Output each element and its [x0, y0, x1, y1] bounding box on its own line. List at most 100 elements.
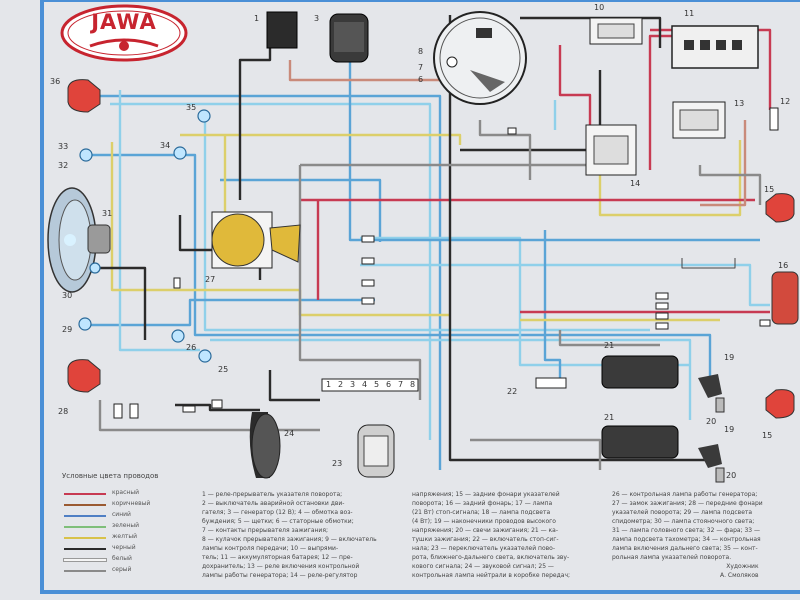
- caption-line: тушки зажигания; 22 — включатель стоп-си…: [412, 536, 559, 543]
- caption-column-2: напряжения; 15 — задние фонари указателе…: [412, 490, 622, 580]
- wire-light-blue: [360, 263, 770, 307]
- label-15-top: 15: [764, 185, 775, 194]
- legend-label: коричневый: [112, 500, 151, 507]
- caption-line: лампы контроля передачи; 10 — выпрями-: [202, 545, 339, 552]
- label-23: 23: [332, 459, 343, 468]
- label-26: 26: [186, 343, 197, 352]
- wire-brown: [700, 120, 747, 207]
- label-14: 14: [630, 179, 641, 188]
- spark-plug-20: [715, 397, 725, 483]
- label-10: 10: [594, 3, 605, 12]
- wire-blue: [85, 298, 375, 327]
- generator-stator: [433, 11, 527, 105]
- legend-label: черный: [112, 544, 136, 551]
- poster-border: [40, 0, 800, 594]
- label-32: 32: [58, 161, 69, 170]
- legend-title: Условные цвета проводов: [62, 472, 159, 480]
- caption-line: напряжения; 20 — свечи зажигания; 21 — к…: [412, 527, 559, 534]
- tail-lamp-16: [771, 271, 799, 325]
- caption-line: контрольная лампа нейтрали в коробке пер…: [412, 572, 571, 579]
- legend-swatch: [64, 493, 106, 495]
- label-11: 11: [684, 9, 695, 18]
- relay-1: [266, 11, 298, 49]
- legend-label: белый: [112, 555, 132, 562]
- caption-line: гателя; 3 — генератор (12 В); 4 — обмотк…: [202, 509, 353, 516]
- label-24: 24: [284, 429, 295, 438]
- terminal-strip: [321, 378, 419, 392]
- legend-item: зеленый: [64, 522, 174, 531]
- connector-block: [113, 127, 771, 419]
- wire-light-blue: [210, 338, 692, 420]
- caption-line: рольная лампа указателей поворота.: [612, 554, 732, 561]
- label-13: 13: [734, 99, 745, 108]
- wire-blue: [543, 230, 562, 380]
- label-7: 7: [418, 63, 424, 72]
- wire-red: [558, 45, 592, 130]
- label-1: 1: [254, 14, 260, 23]
- terminal-2: 2: [338, 380, 344, 389]
- legend-label: желтый: [112, 533, 138, 540]
- label-6: 6: [418, 75, 424, 84]
- headlight-32: [47, 187, 111, 293]
- credit-line: Художник: [726, 563, 759, 570]
- legend-label: синий: [112, 511, 131, 518]
- caption-line: лампа включения дальнего света; 35 — кон…: [612, 545, 758, 552]
- label-30: 30: [62, 291, 73, 300]
- legend-swatch: [64, 537, 106, 539]
- ignition-coil-21-top: [601, 355, 722, 398]
- caption-line: спидометра; 30 — лампа стояночного света…: [612, 518, 755, 525]
- label-31: 31: [102, 209, 113, 218]
- label-20-top: 20: [706, 417, 717, 426]
- wire-blue: [220, 178, 382, 242]
- fuse-12: [769, 107, 779, 131]
- wire-black: [268, 370, 320, 402]
- wire-grey: [558, 330, 660, 347]
- label-35: 35: [186, 103, 197, 112]
- ignition-switch-27: [211, 211, 301, 269]
- terminal-8: 8: [410, 380, 416, 389]
- jawa-logo: [60, 4, 188, 62]
- terminal-7: 7: [398, 380, 404, 389]
- wire-black: [238, 45, 272, 200]
- wire-blue: [85, 153, 712, 380]
- label-8: 8: [418, 47, 424, 56]
- turn-signal-front-right: [765, 193, 795, 223]
- terminal-5: 5: [374, 380, 380, 389]
- turn-signal-rear-right: [765, 389, 795, 419]
- legend-item: коричневый: [64, 500, 174, 509]
- caption-line: лампа подсвета тахометра; 34 — контрольн…: [612, 536, 761, 543]
- legend-item: синий: [64, 511, 174, 520]
- label-25: 25: [218, 365, 229, 374]
- label-28: 28: [58, 407, 69, 416]
- wire-yellow: [598, 140, 742, 217]
- wire-light-blue: [110, 102, 432, 440]
- legend-item: серый: [64, 566, 174, 575]
- wire-grey: [698, 165, 762, 205]
- rectifier-10: [589, 17, 643, 45]
- generator-3: [329, 13, 369, 63]
- turn-signal-front-left: [67, 79, 101, 113]
- wire-blue: [348, 60, 760, 242]
- label-27: 27: [205, 275, 216, 284]
- caption-column-1: 1 — реле-прерыватель указателя поворота;…: [202, 490, 432, 580]
- legend-item: белый: [63, 555, 174, 564]
- caption-line: 31 — лампа головного света; 32 — фара; 3…: [612, 527, 761, 534]
- legend-swatch: [64, 570, 106, 572]
- label-16: 16: [778, 261, 789, 270]
- label-12: 12: [780, 97, 791, 106]
- caption-line: напряжения; 15 — задние фонари указателе…: [412, 491, 560, 498]
- credit: Художник А. Смоляков: [720, 562, 759, 580]
- turn-signal-rear-left: [67, 359, 101, 393]
- horn-24: [249, 412, 281, 479]
- legend-swatch: [64, 515, 106, 517]
- wire-grey: [98, 400, 320, 432]
- indicator-bulb: [78, 109, 212, 363]
- ground-wire: [681, 258, 736, 269]
- caption-line: 26 — контрольная лампа работы генератора…: [612, 491, 758, 498]
- label-19-top: 19: [724, 353, 735, 362]
- caption-line: поворота; 16 — задний фонарь; 17 — лампа: [412, 500, 553, 507]
- caption-line: рота, ближнего-дальнего света, включател…: [412, 554, 570, 561]
